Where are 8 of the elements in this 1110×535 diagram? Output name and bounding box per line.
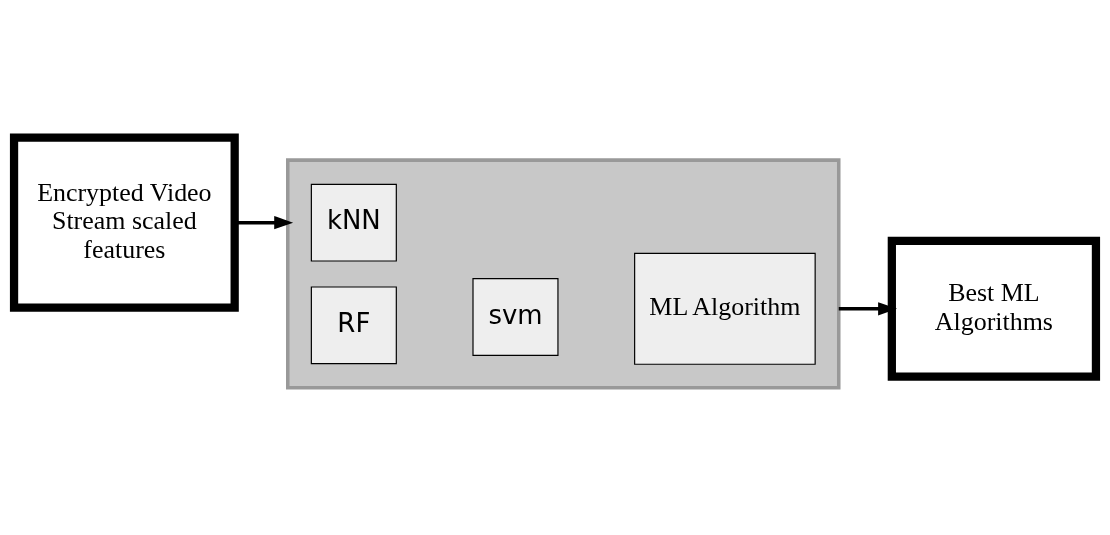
node-box: RF [310,286,397,365]
node-box: Best ML Algorithms [887,236,1101,381]
arrow [838,302,898,316]
node-box: svm [472,278,559,356]
node-box: Encrypted Video Stream scaled features [9,133,239,312]
cluster [286,158,841,390]
node-box: ML Algorithm [634,252,816,365]
node-box: kNN [310,183,397,262]
